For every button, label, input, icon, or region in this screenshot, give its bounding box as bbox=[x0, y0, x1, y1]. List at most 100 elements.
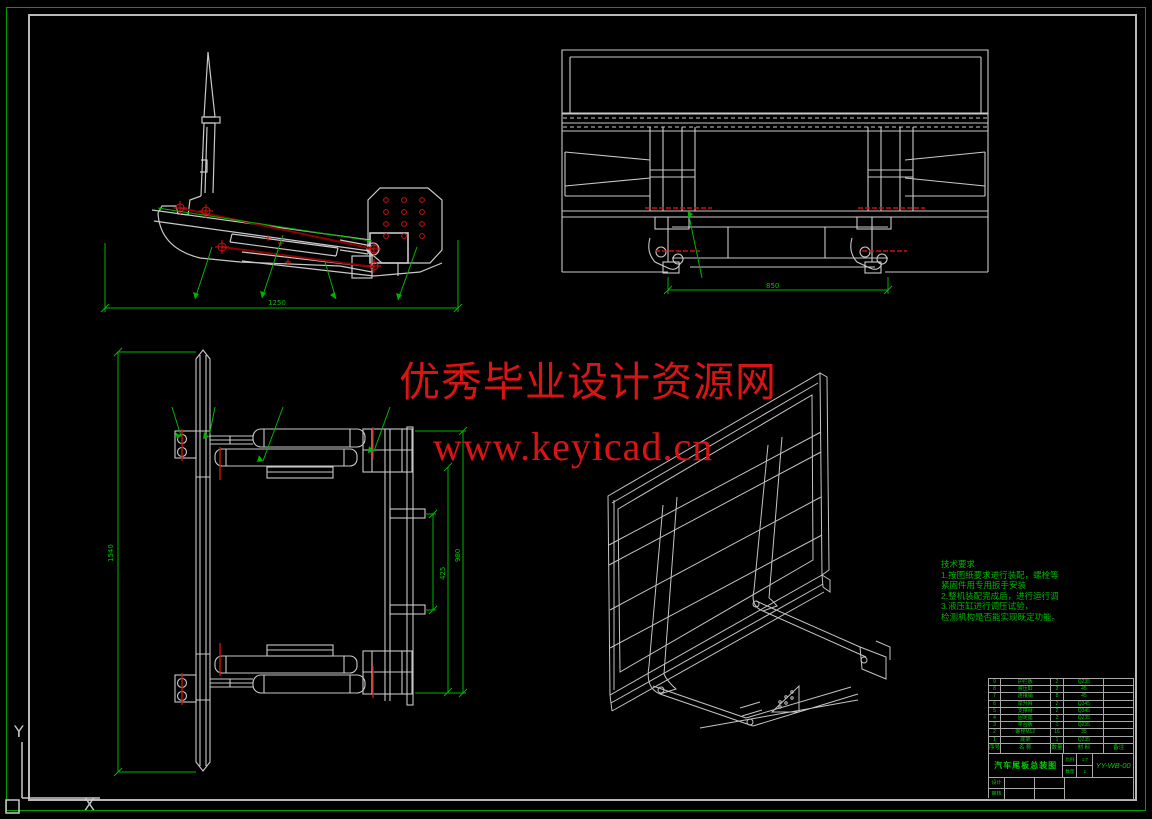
sign-row: 设计 bbox=[989, 777, 1065, 789]
bom-cell: 螺栓M12 bbox=[1000, 729, 1051, 737]
bom-cell: 6 bbox=[989, 700, 1001, 708]
title-block: 9 护栏板 2 Q235 8 液压缸 2 45 7 连接销 8 45 6 举升臂… bbox=[988, 678, 1134, 800]
bom-cell: 2 bbox=[1050, 707, 1065, 715]
side-cylinder-centerlines bbox=[179, 207, 375, 268]
bom-cell: 9 bbox=[989, 679, 1001, 687]
technical-notes: 技术要求 1.按图纸要求进行装配，螺栓等 紧固件用专用扳手安装 2.整机装配完成… bbox=[941, 559, 1059, 622]
bom-cell: 16 bbox=[1050, 729, 1065, 737]
bom-cell: 底架 bbox=[1000, 736, 1051, 744]
bom-cell bbox=[1104, 700, 1134, 708]
bom-cell bbox=[1104, 679, 1134, 687]
bom-cell: 45 bbox=[1064, 686, 1105, 694]
bom-cell: 2 bbox=[1050, 700, 1065, 708]
rear-dimensions bbox=[663, 210, 893, 295]
view-rear bbox=[561, 49, 989, 274]
bom-cell: 2 bbox=[1050, 686, 1065, 694]
bom-cell: 1 bbox=[1050, 722, 1065, 730]
sign-name-cell bbox=[1005, 788, 1035, 800]
bom-header-cell: 名 称 bbox=[1000, 743, 1051, 754]
qty-value: 1 bbox=[1077, 765, 1094, 778]
technical-notes-title: 技术要求 bbox=[941, 559, 976, 569]
bom-cell: Q345 bbox=[1064, 707, 1105, 715]
dim-label-plan-right-mid: 425 bbox=[439, 567, 447, 580]
title-block-bottom: 设计 审核 bbox=[989, 777, 1134, 800]
bom-cell: 护栏板 bbox=[1000, 679, 1051, 687]
watermark-site-url: www.keyicad.cn bbox=[433, 424, 714, 469]
scale-qty-grid: 比例 1:7 数量 1 bbox=[1063, 753, 1094, 778]
sign-name-cell bbox=[1005, 777, 1035, 789]
bom-row: 2 螺栓M12 16 35 bbox=[989, 729, 1134, 737]
bom-cell: 液压缸 bbox=[1000, 686, 1051, 694]
side-pivot-markers bbox=[173, 201, 381, 273]
technical-note-line: 检测机构是否能实现既定功能。 bbox=[941, 611, 1059, 622]
watermark-site-name: 优秀毕业设计资源网 bbox=[399, 359, 777, 405]
bom-cell: 7 bbox=[989, 693, 1001, 701]
bom-cell bbox=[1104, 707, 1134, 715]
bom-cell bbox=[1104, 722, 1134, 730]
plan-centerlines bbox=[181, 427, 374, 705]
view-plan bbox=[174, 349, 426, 772]
bom-cell: 8 bbox=[1050, 693, 1065, 701]
bom-cell: 支撑臂 bbox=[1000, 707, 1051, 715]
bom-cell: 3 bbox=[989, 722, 1001, 730]
ucs-y-label: Y bbox=[13, 722, 24, 741]
dim-label-side-bottom: 1250 bbox=[268, 299, 286, 307]
bom-cell: 连接销 bbox=[1000, 693, 1051, 701]
bom-row: 9 护栏板 2 Q235 bbox=[989, 679, 1134, 687]
bom-header-cell: 备注 bbox=[1104, 743, 1134, 754]
bom-cell bbox=[1104, 729, 1134, 737]
sign-label: 设计 bbox=[989, 777, 1005, 789]
bom-cell: Q235 bbox=[1064, 679, 1105, 687]
bom-cell: 1 bbox=[1050, 736, 1065, 744]
bom-row: 1 底架 1 Q235 bbox=[989, 736, 1134, 744]
bom-header-row: 序号 名 称 数量 材 料 备注 bbox=[989, 743, 1134, 754]
ucs-x-label: X bbox=[84, 795, 95, 814]
sign-row: 审核 bbox=[989, 788, 1065, 800]
view-isometric bbox=[607, 372, 891, 729]
bom-row: 8 液压缸 2 45 bbox=[989, 686, 1134, 694]
bom-cell: Q345 bbox=[1064, 700, 1105, 708]
bom-cell: 35 bbox=[1064, 729, 1105, 737]
dim-label-plan-right-outer: 980 bbox=[454, 549, 462, 562]
drawing-title: 汽车尾板总装图 bbox=[989, 753, 1064, 778]
dim-label-plan-left: 1540 bbox=[107, 544, 115, 562]
drawing-number: YY-WB-00 bbox=[1093, 753, 1134, 778]
bom-cell: 8 bbox=[989, 686, 1001, 694]
bom-cell: 1 bbox=[989, 736, 1001, 744]
bom-cell: 4 bbox=[989, 714, 1001, 723]
side-plate-bolt-dots bbox=[383, 197, 425, 239]
bom-row: 6 举升臂 2 Q345 bbox=[989, 700, 1134, 708]
bom-cell bbox=[1104, 693, 1134, 701]
bom-row: 4 固定座 2 Q235 bbox=[989, 714, 1134, 723]
bom-row: 3 平台板 1 Q235 bbox=[989, 722, 1134, 730]
title-block-title-row: 汽车尾板总装图 比例 1:7 数量 1 YY-WB-00 bbox=[989, 753, 1134, 778]
view-side bbox=[151, 51, 443, 279]
bom-cell: 2 bbox=[989, 729, 1001, 737]
drawing-frame bbox=[28, 14, 1137, 801]
bom-row: 7 连接销 8 45 bbox=[989, 693, 1134, 701]
side-dimensions bbox=[100, 207, 463, 313]
bom-cell: Q235 bbox=[1064, 722, 1105, 730]
bom-cell: 45 bbox=[1064, 693, 1105, 701]
bom-header-cell: 数量 bbox=[1050, 743, 1065, 754]
sign-date-cell bbox=[1035, 788, 1065, 800]
bom-cell bbox=[1104, 714, 1134, 723]
paper-border bbox=[6, 7, 1146, 811]
ucs-icon bbox=[5, 742, 100, 814]
bom-cell bbox=[1104, 736, 1134, 744]
dim-label-rear-bottom: 850 bbox=[766, 282, 779, 290]
bom-cell: 2 bbox=[1050, 714, 1065, 723]
bom-cell: Q235 bbox=[1064, 714, 1105, 723]
technical-note-line: 3.液压缸进行调压试验， bbox=[941, 601, 1034, 611]
sign-date-cell bbox=[1035, 777, 1065, 789]
technical-note-line: 2.整机装配完成后，进行运行调试 bbox=[941, 590, 1059, 601]
bom-cell: 举升臂 bbox=[1000, 700, 1051, 708]
bom-cell: 固定座 bbox=[1000, 714, 1051, 723]
bom-header-cell: 材 料 bbox=[1064, 743, 1105, 754]
technical-note-line: 紧固件用专用扳手安装 bbox=[941, 580, 1027, 590]
qty-label: 数量 bbox=[1063, 765, 1078, 778]
plan-dimensions bbox=[113, 347, 468, 777]
bom-header-cell: 序号 bbox=[989, 743, 1001, 754]
scale-label: 比例 bbox=[1063, 753, 1078, 766]
